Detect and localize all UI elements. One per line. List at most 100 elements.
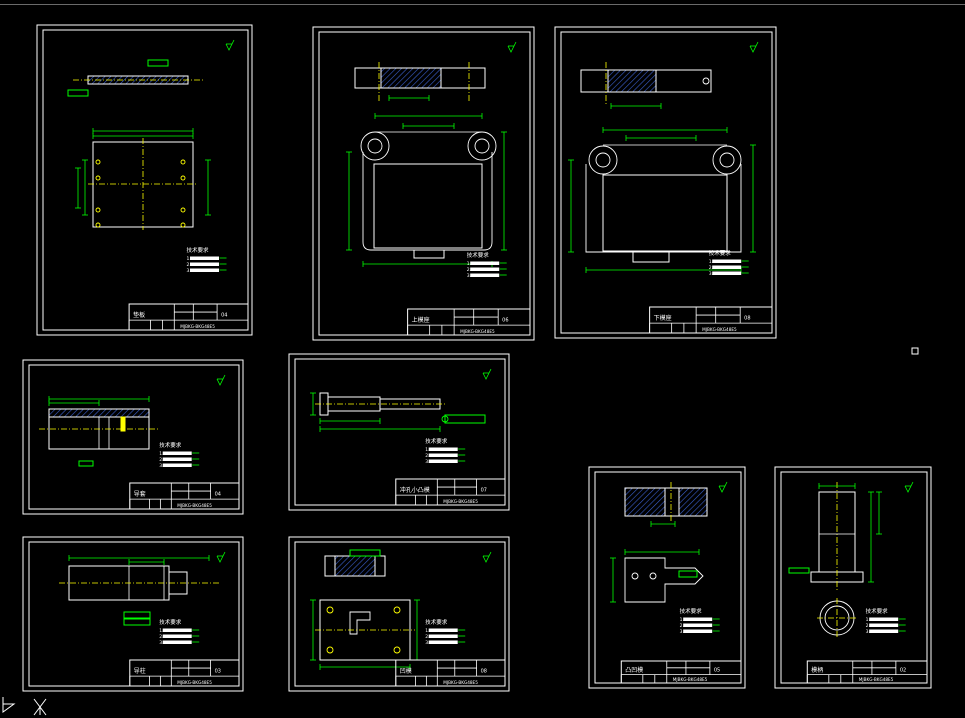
feature-control-frame: [444, 414, 486, 424]
tech-requirements-title: 技术要求: [425, 618, 448, 626]
title-block: [129, 482, 240, 510]
tech-requirement-line: 3.: [425, 640, 429, 646]
base-section-hatch: [607, 69, 657, 93]
tech-requirement-text-bar: [162, 640, 192, 644]
drawing-number-label: MJBKG-BKG48E5: [177, 680, 212, 685]
base-cavity: [373, 163, 483, 249]
tech-requirement-line: 2.: [709, 265, 713, 271]
tech-requirement-text-bar: [190, 256, 219, 260]
tech-requirement-line: 3.: [159, 463, 163, 469]
sheet-outer-border: [588, 466, 746, 689]
part-name-label: 下模座: [654, 314, 672, 322]
tech-requirement-line: 2.: [425, 634, 429, 640]
feature-control-frame: [147, 59, 169, 67]
tech-requirements-title: 技术要求: [159, 618, 182, 626]
hole: [326, 646, 334, 654]
roughness-symbol: [482, 551, 492, 563]
roughness-symbol: [507, 41, 517, 53]
tech-requirement-text-bar: [428, 634, 458, 638]
title-block: [395, 478, 506, 506]
feature-control-frame: [67, 89, 89, 97]
tech-requirements-title: 技术要求: [159, 441, 182, 449]
sheet-number-label: 02: [900, 668, 906, 674]
drawing-number-label: MJBKG-BKG48E5: [460, 329, 495, 334]
title-block: [806, 660, 928, 684]
title-block: [395, 659, 506, 687]
drawing-number-label: MJBKG-BKG48E5: [673, 677, 708, 682]
sheet-inner-border: [28, 364, 240, 510]
guide-hole: [367, 138, 383, 154]
feature-control-frame: [123, 611, 151, 619]
tech-requirement-text-bar: [470, 273, 500, 277]
tech-requirement-text-bar: [190, 268, 219, 272]
grip-square[interactable]: [911, 347, 919, 355]
sheet-inner-border: [294, 541, 506, 687]
guide-boss: [588, 145, 618, 175]
mounting-slot: [413, 249, 445, 259]
drawing-number-label: MJBKG-BKG48E5: [177, 503, 212, 508]
sheet-inner-border: [294, 358, 506, 506]
tech-requirement-line: 3.: [866, 629, 870, 635]
tech-requirement-line: 1.: [680, 617, 684, 623]
roughness-symbol: [482, 368, 492, 380]
tech-requirement-line: 1.: [866, 617, 870, 623]
guide-boss: [467, 131, 497, 161]
tech-requirement-line: 1.: [425, 447, 429, 453]
base-section-hatch: [380, 67, 442, 89]
base-outline: [362, 152, 493, 251]
drawing-number-label: MJBKG-BKG48E5: [443, 680, 478, 685]
tech-requirement-line: 2.: [680, 623, 684, 629]
hole: [95, 175, 101, 181]
tech-requirement-text-bar: [869, 617, 899, 621]
title-block: [128, 303, 249, 331]
tech-requirement-text-bar: [428, 628, 458, 632]
bush-thread: [48, 408, 150, 418]
drawing-number-label: MJBKG-BKG48E5: [443, 499, 478, 504]
tech-requirement-line: 1.: [187, 256, 191, 262]
sheet-inner-border: [42, 29, 249, 331]
tech-requirement-text-bar: [162, 628, 192, 632]
guide-hole: [719, 152, 735, 168]
tech-requirement-text-bar: [162, 463, 192, 467]
base-cavity: [602, 174, 728, 252]
hole: [95, 222, 101, 228]
sheet-inner-border: [560, 31, 773, 334]
sheet-outer-border: [36, 24, 253, 336]
hole: [393, 646, 401, 654]
post-tip: [168, 571, 188, 595]
part-name-label: 凹模: [400, 667, 412, 675]
title-block: [620, 660, 742, 684]
title-block: [649, 306, 773, 334]
feature-control-frame: [123, 618, 151, 626]
roughness-symbol: [216, 551, 226, 563]
tech-requirement-line: 2.: [425, 453, 429, 459]
tech-requirement-text-bar: [470, 267, 500, 271]
hole: [95, 207, 101, 213]
oil-groove: [120, 416, 126, 432]
tech-requirement-text-bar: [683, 629, 713, 633]
tech-requirement-line: 3.: [159, 640, 163, 646]
tech-requirements-title: 技术要求: [866, 607, 889, 615]
title-block: [407, 308, 531, 336]
tech-requirements-title: 技术要求: [680, 607, 703, 615]
tech-requirement-line: 1.: [159, 628, 163, 634]
tech-requirement-text-bar: [428, 459, 458, 463]
tech-requirement-line: 1.: [709, 259, 713, 265]
tech-requirement-line: 2.: [159, 457, 163, 463]
sheet-outer-border: [288, 353, 510, 511]
tech-requirement-text-bar: [428, 453, 458, 457]
feature-control-frame: [788, 567, 810, 574]
hole: [180, 159, 186, 165]
hole: [393, 606, 401, 614]
sheet-inner-border: [28, 541, 240, 687]
